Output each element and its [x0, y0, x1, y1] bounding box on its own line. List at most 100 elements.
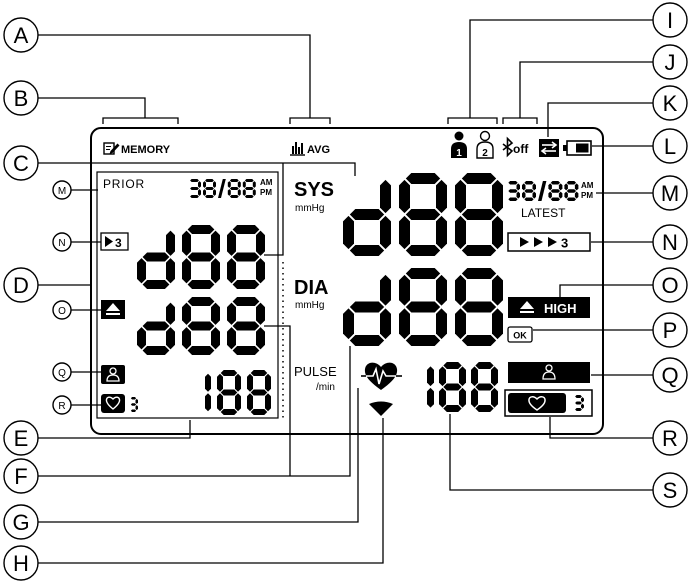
lcd-segment	[211, 258, 220, 284]
callout-p: P	[652, 312, 688, 348]
lcd-segment	[187, 297, 215, 306]
latest-trend-count: 3	[561, 236, 568, 251]
lcd-segment	[471, 387, 478, 408]
lcd-segment	[229, 179, 239, 182]
leader-f-prior	[264, 325, 291, 476]
lcd-segment	[213, 181, 216, 188]
lcd-segment	[574, 183, 579, 191]
prior-trend-icon: 3	[100, 232, 129, 251]
lcd-segment	[532, 191, 536, 199]
lcd-segment	[508, 181, 518, 185]
callout-inner-m: M	[52, 180, 72, 200]
high-eject-icon	[520, 301, 534, 309]
lcd-segment	[574, 191, 579, 199]
lcd-segment	[182, 327, 191, 350]
lcd-segment	[349, 335, 385, 346]
callout-j: J	[652, 44, 688, 80]
leader-s	[449, 414, 653, 491]
user-2-number: 2	[482, 148, 488, 159]
lcd-segment	[205, 195, 214, 198]
lcd-segment	[524, 189, 534, 193]
lcd-segment	[475, 383, 494, 391]
lcd-segment	[436, 179, 447, 214]
battery-icon	[563, 140, 592, 156]
lcd-segment	[250, 370, 268, 376]
lcd-segment	[256, 302, 265, 325]
lcd-segment	[550, 181, 561, 185]
lcd-segment	[217, 373, 223, 392]
lcd-segment	[252, 181, 256, 188]
callout-letter: E	[14, 426, 29, 451]
user-1-icon: 1	[451, 131, 467, 159]
lcd-segment	[491, 366, 498, 387]
diastolic-unit: mmHg	[295, 300, 324, 311]
lcd-segment	[459, 366, 466, 387]
lcd-segment	[220, 370, 238, 376]
callout-inner-o: O	[52, 300, 72, 320]
lcd-segment	[232, 225, 260, 234]
prior-label: PRIOR	[103, 177, 145, 191]
lcd-segment	[182, 230, 191, 256]
lcd-segment	[235, 393, 241, 412]
lcd-segment	[242, 181, 246, 188]
lcd-segment	[205, 373, 211, 392]
user-1-number: 1	[456, 148, 462, 159]
lcd-segment	[461, 268, 497, 279]
lcd-segment	[455, 308, 466, 340]
lcd-segment	[532, 183, 536, 191]
callout-letter: S	[663, 478, 678, 503]
irregular-heartbeat-icon	[528, 396, 546, 411]
callout-letter: L	[664, 134, 676, 159]
lcd-segment	[213, 189, 216, 196]
down-indicator-icon	[369, 401, 393, 416]
callout-letter: N	[662, 230, 678, 255]
callout-letter: P	[663, 318, 678, 343]
lcd-segment	[427, 387, 434, 408]
lcd-segment	[235, 373, 241, 392]
lcd-segment	[558, 191, 563, 199]
lcd-segment	[250, 409, 268, 415]
lcd-segment	[349, 245, 385, 256]
lcd-segment	[227, 189, 231, 196]
lcd-segment	[436, 308, 447, 340]
lcd-segment	[399, 179, 410, 214]
prior-trend-count: 3	[115, 236, 122, 250]
lcd-segment	[211, 302, 220, 325]
lcd-segment	[516, 183, 520, 191]
lcd-segment	[256, 230, 265, 256]
lcd-segment	[135, 405, 138, 411]
callout-n: N	[652, 224, 688, 260]
lcd-segment	[399, 308, 410, 340]
lcd-segment	[203, 181, 206, 188]
lcd-segment	[405, 335, 441, 346]
lcd-segment	[343, 215, 354, 250]
prior-pm: PM	[260, 188, 272, 197]
lcd-segment	[187, 346, 215, 355]
callout-inner-q: Q	[52, 362, 72, 382]
lcd-segment	[220, 409, 238, 415]
average-label: AVG	[307, 144, 330, 156]
lcd-segment	[566, 197, 577, 201]
callout-i: I	[652, 2, 688, 38]
lcd-segment	[229, 195, 239, 198]
systolic-label: SYS	[294, 179, 334, 201]
callout-letter: O	[58, 306, 66, 317]
prior-am: AM	[260, 178, 273, 187]
irregular-heartbeat-indicator	[504, 389, 593, 417]
lcd-segment	[137, 327, 146, 350]
bluetooth-status: off	[513, 142, 529, 156]
callout-letter: F	[14, 464, 27, 489]
lcd-segment	[524, 181, 534, 185]
lcd-segment	[250, 389, 268, 396]
lcd-segment	[575, 401, 582, 405]
leader-o	[559, 284, 653, 297]
lcd-segment	[190, 187, 199, 190]
lcd-segment	[475, 362, 494, 369]
callout-letter: N	[58, 238, 65, 249]
lcd-segment	[439, 387, 446, 408]
callout-b: B	[3, 80, 39, 116]
sync-arrows-icon	[539, 139, 559, 157]
leader-b	[38, 97, 146, 118]
lcd-segment	[380, 215, 391, 250]
pulse-label: PULSE	[294, 364, 337, 379]
